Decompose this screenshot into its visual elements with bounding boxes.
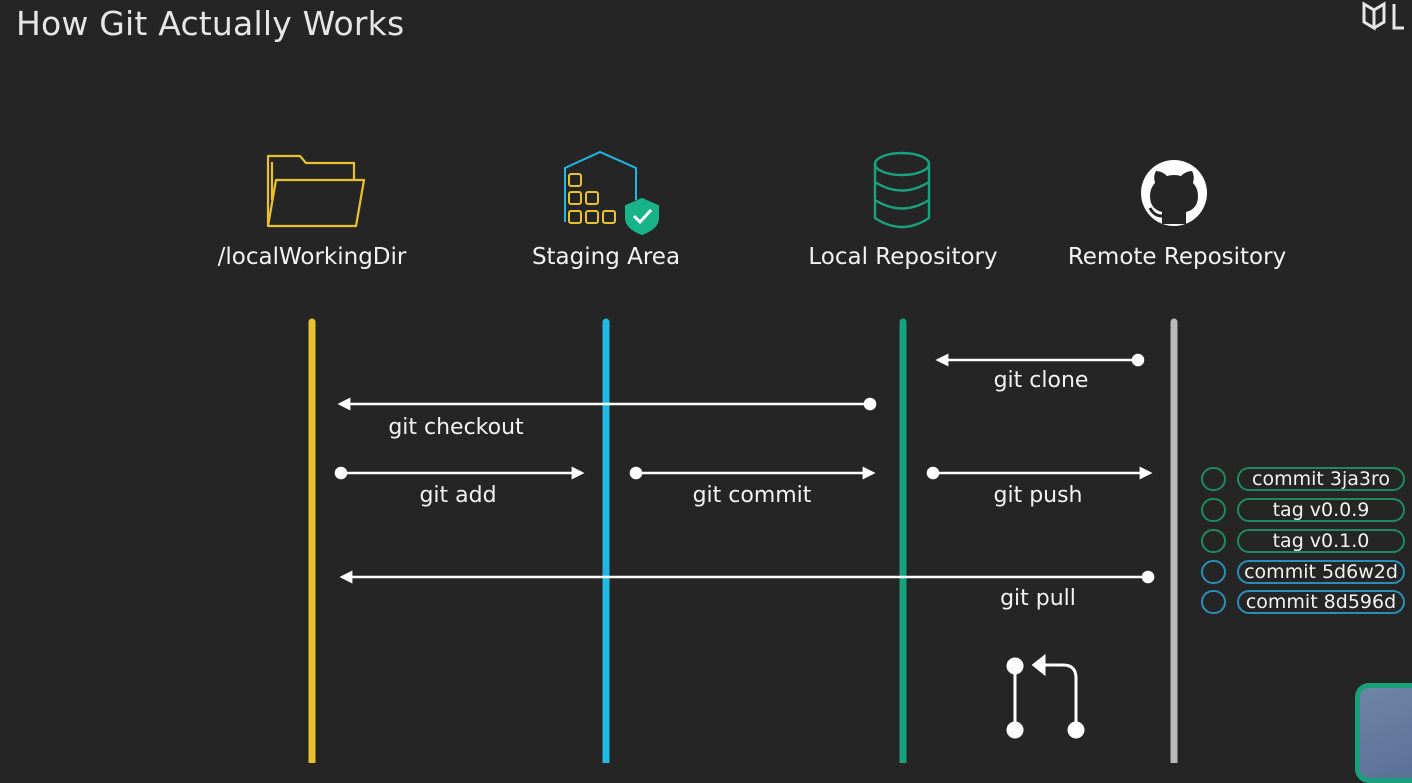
arrow-git-add bbox=[334, 466, 585, 480]
database-icon bbox=[873, 151, 931, 229]
label-local-working-dir: /localWorkingDir bbox=[217, 244, 407, 270]
git-flow-diagram bbox=[266, 150, 1207, 763]
corner-thumbnail bbox=[1355, 683, 1412, 783]
history-item: commit 3ja3ro bbox=[1237, 467, 1405, 491]
staging-box-icon bbox=[564, 150, 659, 236]
history-dot bbox=[1201, 498, 1226, 522]
history-item: commit 8d596d bbox=[1237, 590, 1405, 614]
arrow-git-push bbox=[926, 466, 1153, 480]
github-icon bbox=[1141, 160, 1207, 226]
label-git-pull: git pull bbox=[1000, 586, 1076, 611]
arrow-git-checkout bbox=[337, 397, 877, 411]
history-item: tag v0.0.9 bbox=[1237, 498, 1405, 522]
label-git-add: git add bbox=[419, 483, 497, 508]
label-git-clone: git clone bbox=[993, 368, 1089, 393]
label-git-commit: git commit bbox=[692, 483, 812, 508]
page-title: How Git Actually Works bbox=[16, 4, 405, 43]
folder-icon bbox=[266, 154, 366, 228]
label-git-push: git push bbox=[993, 483, 1083, 508]
label-staging-area: Staging Area bbox=[531, 244, 681, 270]
label-remote-repository: Remote Repository bbox=[1067, 244, 1287, 270]
history-dot bbox=[1201, 529, 1226, 553]
history-item: tag v0.1.0 bbox=[1237, 529, 1405, 553]
arrow-git-clone bbox=[935, 353, 1145, 367]
label-local-repository: Local Repository bbox=[808, 244, 998, 270]
pull-request-icon bbox=[1006, 653, 1085, 739]
arrow-git-commit bbox=[629, 466, 876, 480]
history-item: commit 5d6w2d bbox=[1237, 560, 1405, 584]
label-git-checkout: git checkout bbox=[388, 415, 524, 440]
history-dot bbox=[1201, 590, 1226, 614]
history-dot bbox=[1201, 467, 1226, 491]
history-dot bbox=[1201, 560, 1226, 584]
brand-logo-icon bbox=[1362, 1, 1404, 31]
arrow-git-pull bbox=[339, 570, 1155, 584]
